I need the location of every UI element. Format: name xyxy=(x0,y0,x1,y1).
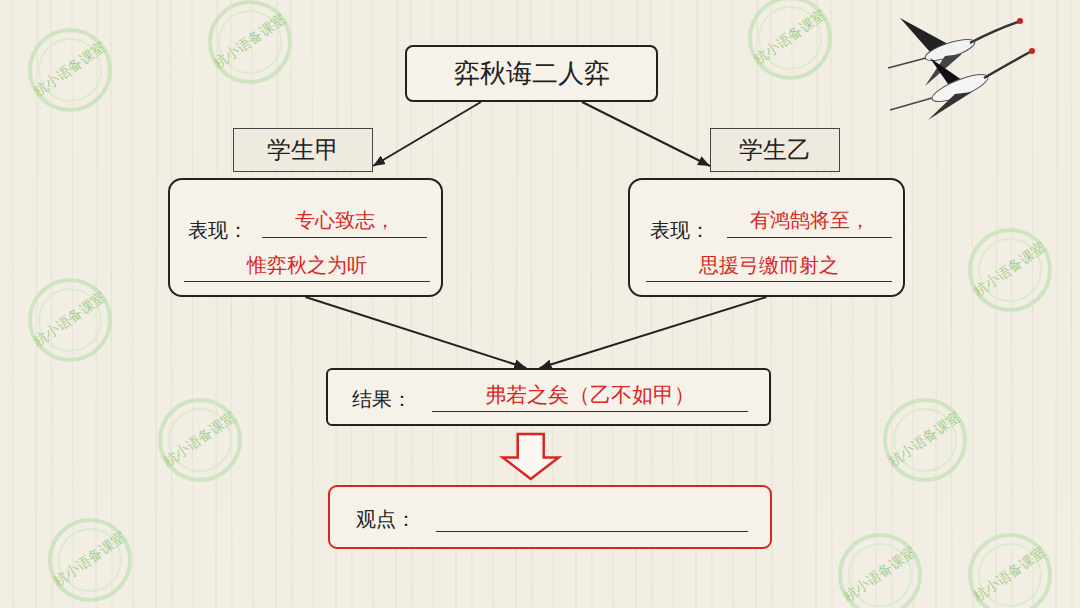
watermark-ring xyxy=(970,230,1050,310)
answer-text: 思援弓缴而射之 xyxy=(646,248,892,282)
watermark-circle xyxy=(50,520,130,600)
topic-box: 弈秋诲二人弈 xyxy=(405,45,658,102)
watermark-circle xyxy=(970,230,1050,310)
watermark-ring xyxy=(885,400,965,480)
crane-head xyxy=(1017,18,1023,24)
viewpoint-box: 观点： xyxy=(328,485,772,549)
watermark-ring xyxy=(50,520,130,600)
watermark-circle xyxy=(885,400,965,480)
crane-neck xyxy=(970,22,1018,43)
answer-text: 有鸿鹄将至， xyxy=(727,202,892,238)
watermark-ring xyxy=(840,535,920,608)
watermark-rings xyxy=(30,0,1050,608)
crane-body xyxy=(929,69,991,106)
node-title: 弈秋诲二人弈 xyxy=(454,58,610,89)
result-box: 结果： 弗若之矣（乙不如甲） xyxy=(326,368,771,426)
watermark: 杭小语备课室 xyxy=(885,409,964,472)
watermark-circle xyxy=(30,30,110,110)
crane-head xyxy=(1029,48,1035,54)
field-label: 表现： xyxy=(188,216,248,244)
watermark: 杭小语备课室 xyxy=(160,409,239,472)
watermark-ring xyxy=(30,280,110,360)
arrow-connector xyxy=(582,102,710,166)
watermark-ring xyxy=(750,0,830,78)
student-tag: 学生乙 xyxy=(710,128,840,172)
answer-text: 弗若之矣（乙不如甲） xyxy=(432,378,748,412)
field-label: 观点： xyxy=(356,504,416,534)
node-title: 学生乙 xyxy=(739,136,811,165)
arrow-connector xyxy=(306,297,527,368)
crane-neck xyxy=(984,52,1030,78)
watermark: 杭小语备课室 xyxy=(30,289,109,352)
crane-legs xyxy=(890,98,932,110)
watermark-ring xyxy=(210,2,290,82)
answer-text: 惟弈秋之为听 xyxy=(184,248,430,282)
crane-lower xyxy=(890,48,1035,120)
student-tag: 学生甲 xyxy=(233,128,373,172)
watermark-circle xyxy=(210,2,290,82)
behavior-box: 表现： 专心致志， 惟弈秋之为听 xyxy=(168,178,443,297)
crane-illustration xyxy=(888,18,1035,120)
watermark-ring xyxy=(160,400,240,480)
answer-blank xyxy=(436,531,748,532)
watermark: 杭小语备课室 xyxy=(210,11,289,74)
answer-text: 专心致志， xyxy=(262,202,427,238)
watermark-circle xyxy=(750,0,830,78)
watermark-circle xyxy=(840,535,920,608)
crane-wing xyxy=(928,92,972,120)
watermark: 杭小语备课室 xyxy=(970,239,1049,302)
watermark-ring xyxy=(970,535,1050,608)
field-label: 结果： xyxy=(352,384,412,414)
node-title: 学生甲 xyxy=(267,136,339,165)
behavior-box: 表现： 有鸿鹄将至， 思援弓缴而射之 xyxy=(628,178,905,297)
crane-upper xyxy=(888,18,1023,86)
watermark-ring xyxy=(30,30,110,110)
watermark: 杭小语备课室 xyxy=(30,39,109,102)
arrow-connector xyxy=(373,102,481,166)
arrow-connector xyxy=(540,297,767,368)
watermark: 杭小语备课室 xyxy=(50,529,129,592)
field-label: 表现： xyxy=(650,216,710,244)
hollow-arrow xyxy=(503,434,559,479)
crane-legs xyxy=(888,58,926,68)
watermark-circle xyxy=(160,400,240,480)
watermark: 杭小语备课室 xyxy=(840,544,919,607)
watermark-circle xyxy=(970,535,1050,608)
watermark-circle xyxy=(30,280,110,360)
watermark: 杭小语备课室 xyxy=(970,544,1049,607)
watermark: 杭小语备课室 xyxy=(750,7,829,70)
